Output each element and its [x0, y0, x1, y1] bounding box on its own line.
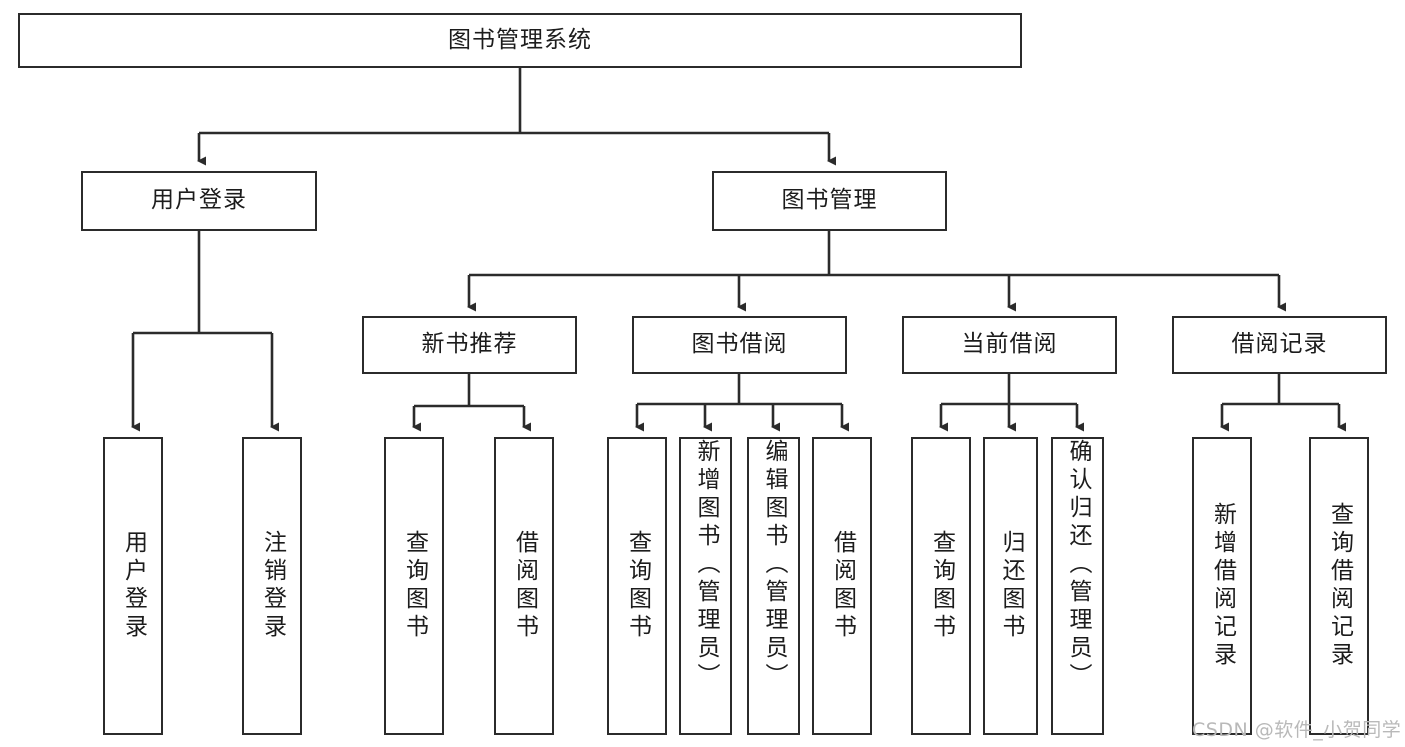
- node-book-management-label: 图书管理: [781, 187, 878, 214]
- leaf-return-book[interactable]: 归还图书: [983, 437, 1038, 735]
- node-borrow-record[interactable]: 借阅记录: [1172, 316, 1387, 374]
- node-user-login-label: 用户登录: [151, 187, 247, 214]
- leaf-borrow-book[interactable]: 借阅图书: [812, 437, 872, 735]
- node-new-book-recommend-label: 新书推荐: [421, 331, 518, 358]
- leaf-query-book-current-label: 查询图书: [928, 530, 955, 642]
- leaf-borrow-book-recommend-label: 借阅图书: [511, 530, 538, 642]
- node-user-login[interactable]: 用户登录: [81, 171, 317, 231]
- leaf-query-book-borrow[interactable]: 查询图书: [607, 437, 667, 735]
- leaf-return-book-label: 归还图书: [998, 530, 1024, 642]
- leaf-logout[interactable]: 注销登录: [242, 437, 302, 735]
- leaf-user-login[interactable]: 用户登录: [103, 437, 163, 735]
- leaf-borrow-book-recommend[interactable]: 借阅图书: [494, 437, 554, 735]
- node-root[interactable]: 图书管理系统: [18, 13, 1022, 68]
- leaf-add-book-admin-label: 新增图书（管理员）: [693, 439, 719, 691]
- leaf-add-borrow-record[interactable]: 新增借阅记录: [1192, 437, 1252, 735]
- node-borrow-record-label: 借阅记录: [1231, 331, 1328, 358]
- leaf-add-borrow-record-label: 新增借阅记录: [1209, 502, 1236, 670]
- leaf-query-book-recommend-label: 查询图书: [401, 530, 428, 642]
- leaf-logout-label: 注销登录: [259, 530, 286, 642]
- leaf-query-borrow-record-label: 查询借阅记录: [1326, 502, 1353, 670]
- node-new-book-recommend[interactable]: 新书推荐: [362, 316, 577, 374]
- leaf-query-book-recommend[interactable]: 查询图书: [384, 437, 444, 735]
- leaf-add-book-admin[interactable]: 新增图书（管理员）: [679, 437, 732, 735]
- leaf-user-login-label: 用户登录: [120, 530, 147, 642]
- csdn-watermark: CSDN @软件_小贺同学: [1192, 719, 1402, 741]
- node-root-label: 图书管理系统: [448, 26, 592, 53]
- node-book-borrow[interactable]: 图书借阅: [632, 316, 847, 374]
- leaf-edit-book-admin[interactable]: 编辑图书（管理员）: [747, 437, 800, 735]
- node-book-borrow-label: 图书借阅: [691, 331, 788, 358]
- leaf-edit-book-admin-label: 编辑图书（管理员）: [761, 439, 787, 691]
- leaf-borrow-book-label: 借阅图书: [829, 530, 856, 642]
- leaf-confirm-return-admin[interactable]: 确认归还（管理员）: [1051, 437, 1104, 735]
- leaf-query-book-current[interactable]: 查询图书: [911, 437, 971, 735]
- leaf-query-borrow-record[interactable]: 查询借阅记录: [1309, 437, 1369, 735]
- node-book-management[interactable]: 图书管理: [712, 171, 947, 231]
- leaf-confirm-return-admin-label: 确认归还（管理员）: [1065, 439, 1091, 691]
- node-current-borrow[interactable]: 当前借阅: [902, 316, 1117, 374]
- node-current-borrow-label: 当前借阅: [961, 331, 1058, 358]
- leaf-query-book-borrow-label: 查询图书: [624, 530, 651, 642]
